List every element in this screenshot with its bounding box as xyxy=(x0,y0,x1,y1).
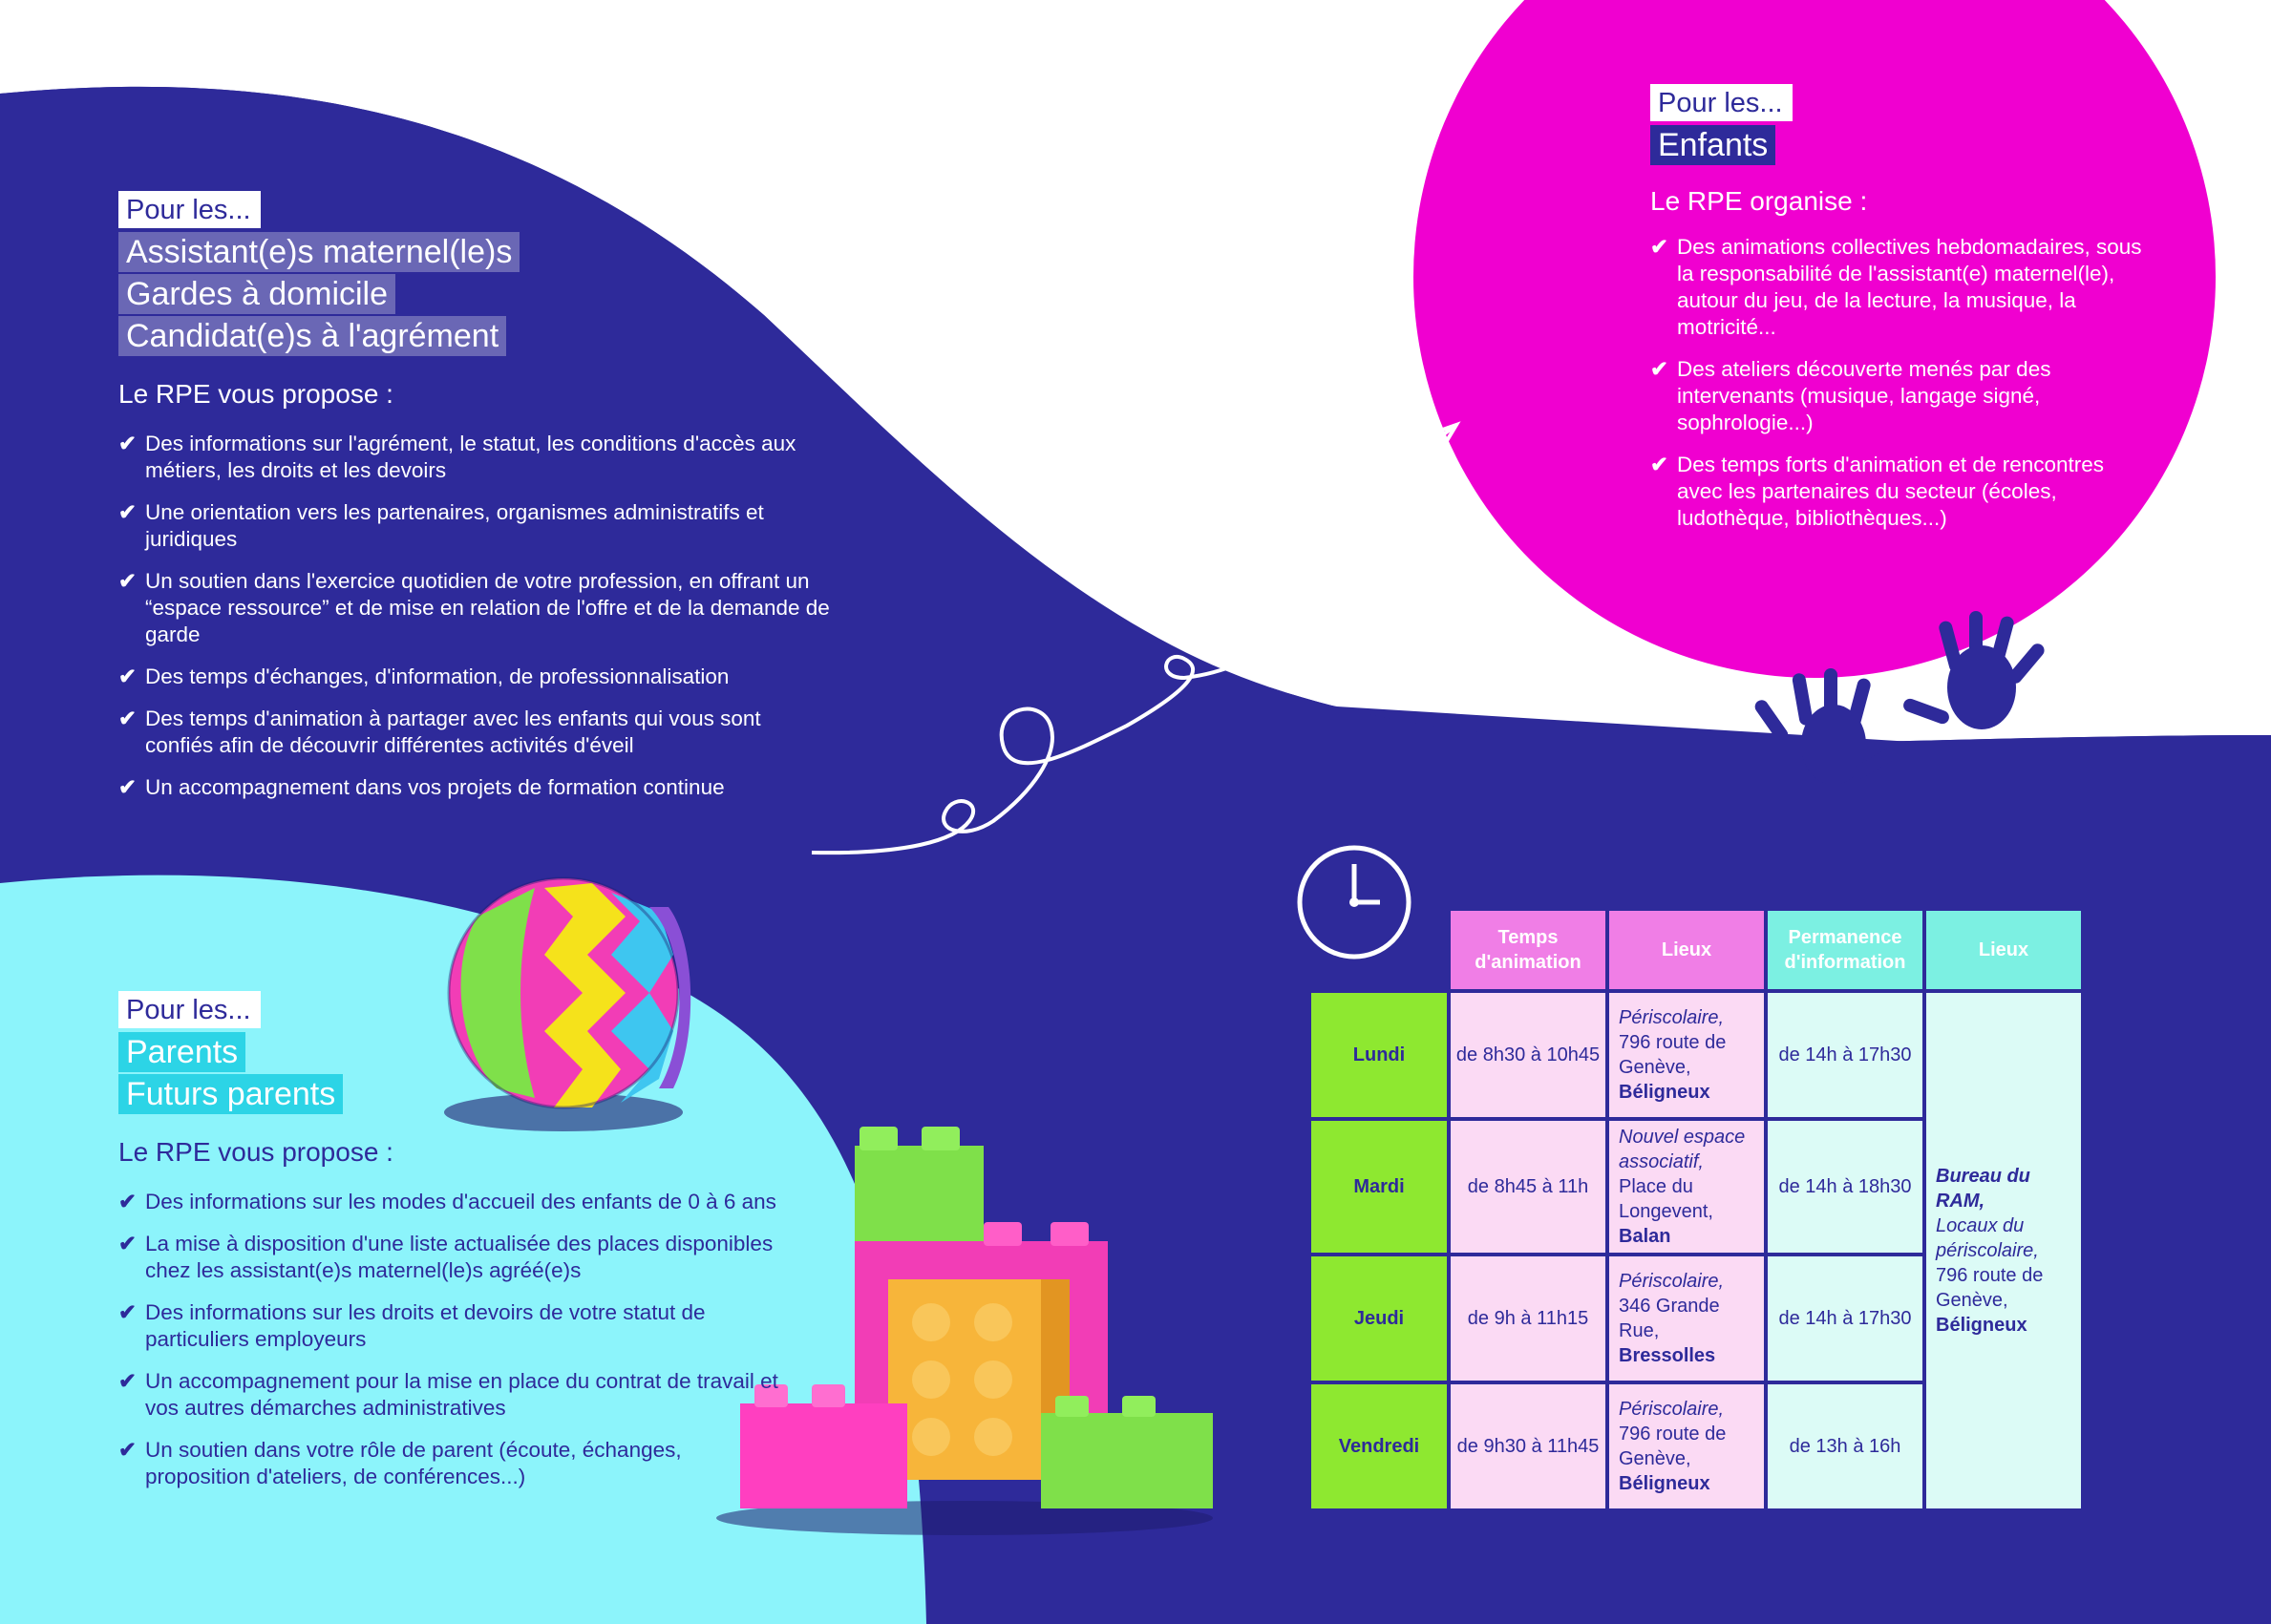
check-icon: ✔ xyxy=(118,1300,137,1324)
header-lieux-animation: Lieux xyxy=(1609,911,1764,989)
list-item: ✔Des informations sur les modes d'accuei… xyxy=(118,1190,776,1213)
list-item: ✔Un accompagnement pour la mise en place… xyxy=(118,1369,778,1420)
list-item: ✔Des animations collectives hebdomadaire… xyxy=(1650,235,2142,339)
check-icon: ✔ xyxy=(118,1190,137,1213)
place-cell: Périscolaire, 346 Grande Rue, Bressolles xyxy=(1609,1256,1764,1381)
check-icon: ✔ xyxy=(1650,357,1668,381)
list-item: ✔Des ateliers découverte menés par des i… xyxy=(1650,357,2051,434)
enfants-headline: Enfants xyxy=(1650,125,1776,165)
check-icon: ✔ xyxy=(1650,453,1668,476)
check-icon: ✔ xyxy=(118,500,137,524)
table-row: Lundi de 8h30 à 10h45 Périscolaire, 796 … xyxy=(1311,993,2081,1508)
list-item: ✔Des temps d'animation à partager avec l… xyxy=(118,707,761,757)
list-item: ✔La mise à disposition d'une liste actua… xyxy=(118,1232,774,1282)
place-cell: Périscolaire, 796 route de Genève, Bélig… xyxy=(1609,993,1764,1117)
header-lieux-permanence: Lieux xyxy=(1926,911,2081,989)
perm-time-cell: de 14h à 17h30 xyxy=(1768,993,1922,1117)
check-icon: ✔ xyxy=(118,1438,137,1462)
check-icon: ✔ xyxy=(118,432,137,455)
time-cell: de 8h30 à 10h45 xyxy=(1451,993,1605,1117)
check-icon: ✔ xyxy=(118,707,137,730)
table-row: Jeudi de 9h à 11h15 Périscolaire, 346 Gr… xyxy=(1311,1256,2081,1381)
assistants-intro: Le RPE vous propose : xyxy=(118,379,393,409)
assistants-headline-3: Candidat(e)s à l'agrément xyxy=(118,316,507,356)
enfants-list: ✔Des animations collectives hebdomadaire… xyxy=(1650,234,2147,532)
list-item: ✔Des informations sur l'agrément, le sta… xyxy=(118,432,796,482)
list-item: ✔Un soutien dans l'exercice quotidien de… xyxy=(118,569,830,646)
list-item: ✔Des temps forts d'animation et de renco… xyxy=(1650,453,2105,530)
list-item: ✔Des temps d'échanges, d'information, de… xyxy=(118,664,730,688)
check-icon: ✔ xyxy=(118,1369,137,1393)
parents-list: ✔Des informations sur les modes d'accuei… xyxy=(118,1189,787,1490)
parents-section: Pour les... Parents Futurs parents Le RP… xyxy=(118,991,787,1506)
day-cell: Jeudi xyxy=(1311,1256,1447,1381)
list-item: ✔Un soutien dans votre rôle de parent (é… xyxy=(118,1438,682,1488)
assistants-section: Pour les... Assistant(e)s maternel(le)s … xyxy=(118,191,835,816)
perm-time-cell: de 14h à 18h30 xyxy=(1768,1121,1922,1253)
perm-time-cell: de 13h à 16h xyxy=(1768,1384,1922,1508)
parents-headline-1: Parents xyxy=(118,1032,246,1072)
magenta-blob xyxy=(1413,0,2216,678)
assistants-tagline: Pour les... xyxy=(118,191,261,228)
parents-tagline: Pour les... xyxy=(118,991,261,1028)
parents-intro: Le RPE vous propose : xyxy=(118,1137,393,1167)
time-cell: de 9h30 à 11h45 xyxy=(1451,1384,1605,1508)
check-icon: ✔ xyxy=(118,569,137,593)
schedule-table: Temps d'animation Lieux Permanence d'inf… xyxy=(1307,907,2085,1512)
place-cell: Nouvel espace associatif, Place du Longe… xyxy=(1609,1121,1764,1253)
time-cell: de 9h à 11h15 xyxy=(1451,1256,1605,1381)
perm-time-cell: de 14h à 17h30 xyxy=(1768,1256,1922,1381)
assistants-headline-2: Gardes à domicile xyxy=(118,274,396,314)
table-row: Vendredi de 9h30 à 11h45 Périscolaire, 7… xyxy=(1311,1384,2081,1508)
enfants-tagline: Pour les... xyxy=(1650,84,1793,121)
enfants-intro: Le RPE organise : xyxy=(1650,186,1868,216)
place-cell: Périscolaire, 796 route de Genève, Bélig… xyxy=(1609,1384,1764,1508)
enfants-section: Pour les... Enfants Le RPE organise : ✔D… xyxy=(1650,84,2147,547)
list-item: ✔Des informations sur les droits et devo… xyxy=(118,1300,706,1351)
perm-place-cell: Bureau du RAM, Locaux du périscolaire, 7… xyxy=(1926,993,2081,1508)
list-item: ✔Une orientation vers les partenaires, o… xyxy=(118,500,764,551)
list-item: ✔Un accompagnement dans vos projets de f… xyxy=(118,775,725,799)
day-cell: Vendredi xyxy=(1311,1384,1447,1508)
check-icon: ✔ xyxy=(118,664,137,688)
day-cell: Lundi xyxy=(1311,993,1447,1117)
header-temps-animation: Temps d'animation xyxy=(1451,911,1605,989)
assistants-headline-1: Assistant(e)s maternel(le)s xyxy=(118,232,520,272)
table-header-row: Temps d'animation Lieux Permanence d'inf… xyxy=(1311,911,2081,989)
table-row: Mardi de 8h45 à 11h Nouvel espace associ… xyxy=(1311,1121,2081,1253)
check-icon: ✔ xyxy=(118,775,137,799)
assistants-list: ✔Des informations sur l'agrément, le sta… xyxy=(118,431,835,801)
check-icon: ✔ xyxy=(118,1232,137,1255)
time-cell: de 8h45 à 11h xyxy=(1451,1121,1605,1253)
header-permanence: Permanence d'information xyxy=(1768,911,1922,989)
day-cell: Mardi xyxy=(1311,1121,1447,1253)
check-icon: ✔ xyxy=(1650,235,1668,259)
parents-headline-2: Futurs parents xyxy=(118,1074,344,1114)
